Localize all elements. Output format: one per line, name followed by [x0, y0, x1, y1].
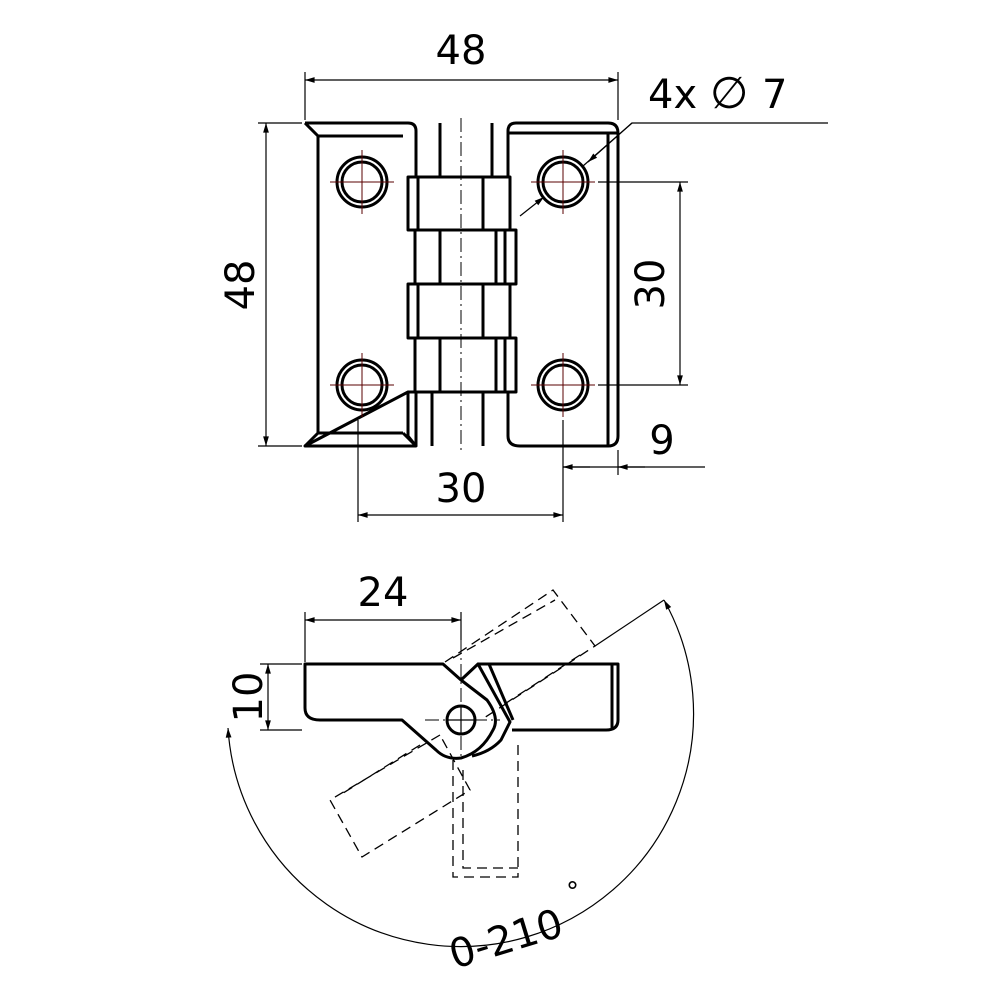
hole-count-label: 4x: [648, 72, 697, 118]
hole-top-right: [531, 150, 595, 214]
height-dimension-label: 48: [218, 260, 264, 311]
side-view: 24 10 0-210 °: [225, 570, 695, 979]
left-leaf: [303, 121, 418, 448]
leaf-width-label: 24: [358, 570, 409, 616]
dimension-lines: [258, 72, 828, 522]
knuckles: [406, 118, 518, 450]
thickness-label: 10: [226, 672, 272, 723]
rotation-range-label: 0-210: [444, 901, 569, 979]
hinge-profile: [303, 640, 620, 760]
width-dimension-label: 48: [436, 28, 487, 74]
hole-top-left: [330, 150, 394, 214]
mounting-holes: [330, 150, 595, 417]
vertical-hole-spacing-label: 30: [628, 259, 674, 310]
top-view: 48 48 30 30 9 4x ∅ 7: [218, 28, 828, 522]
edge-offset-label: 9: [649, 418, 674, 464]
dimension-lines: [225, 599, 695, 948]
hole-diameter-label: 7: [762, 72, 787, 118]
degree-symbol: °: [566, 877, 579, 907]
right-leaf: [506, 121, 620, 448]
hole-bottom-left: [330, 353, 394, 417]
horizontal-hole-spacing-label: 30: [436, 466, 487, 512]
diameter-symbol: ∅: [710, 68, 748, 119]
hole-bottom-right: [531, 353, 595, 417]
